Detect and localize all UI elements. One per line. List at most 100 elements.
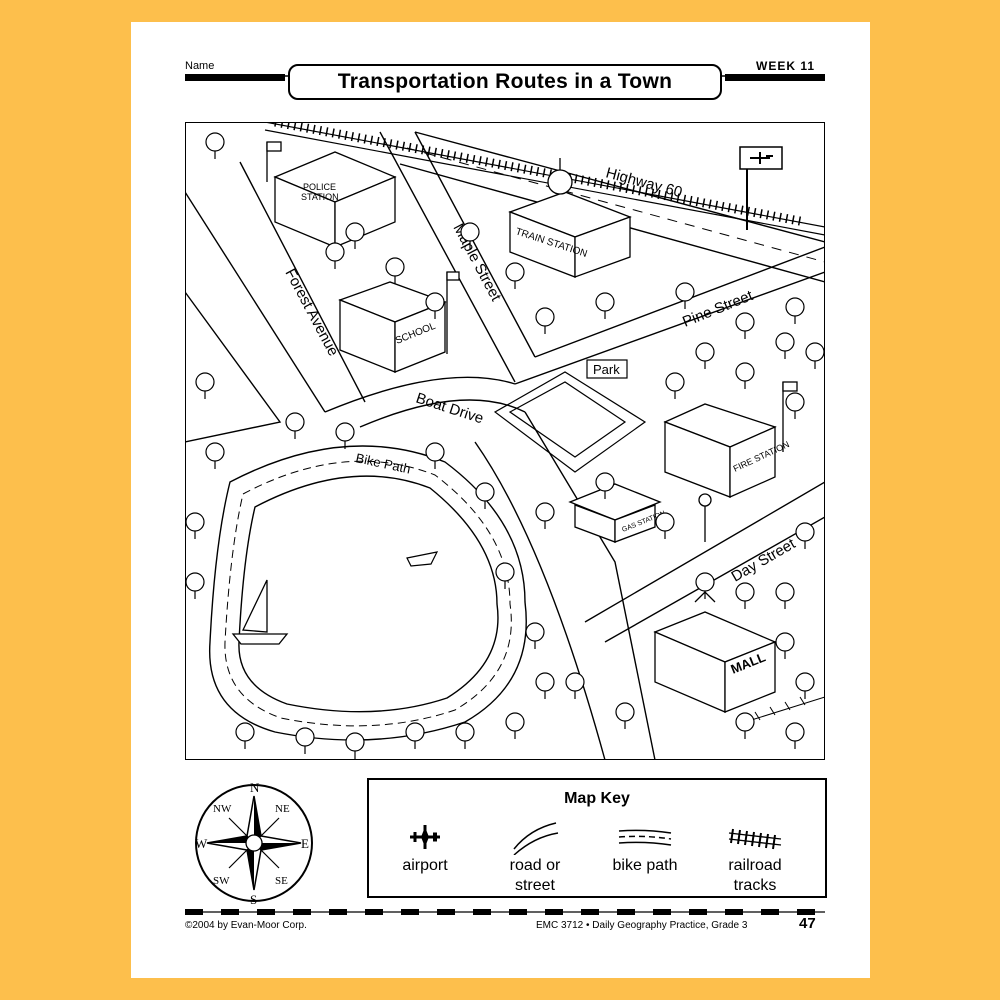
key-label-road-2: street [514, 877, 555, 894]
compass-e: E [301, 836, 309, 851]
compass-sw: SW [213, 875, 230, 887]
footer-dash [545, 909, 563, 915]
tree-icon [805, 342, 825, 369]
rowboat-icon [406, 551, 439, 567]
tree-icon [495, 562, 515, 589]
tree-icon [595, 292, 615, 319]
tree-icon [505, 262, 525, 289]
tree-icon [785, 297, 805, 324]
tree-icon [785, 392, 805, 419]
footer-dash [365, 909, 383, 915]
road-icon [513, 822, 559, 855]
tree-icon [785, 722, 805, 749]
tree-icon [775, 582, 795, 609]
fire-station [663, 381, 798, 499]
airplane-icon [410, 825, 440, 849]
footer-dash [581, 909, 599, 915]
tree-icon [775, 332, 795, 359]
tree-icon [665, 372, 685, 399]
tree-icon [455, 722, 475, 749]
tree-icon [205, 442, 225, 469]
footer-dash [653, 909, 671, 915]
tree-icon [535, 502, 555, 529]
footer-dash [761, 909, 779, 915]
tree-icon [655, 512, 675, 539]
tree-icon [695, 342, 715, 369]
sailboat-icon [231, 579, 289, 645]
tree-icon [345, 732, 365, 759]
mall [653, 591, 777, 713]
main-street [474, 411, 656, 760]
tree-icon [775, 632, 795, 659]
tree-icon [525, 622, 545, 649]
tree-icon [460, 222, 480, 249]
maple-street [379, 131, 536, 383]
tree-icon [195, 372, 215, 399]
boat-drive [324, 376, 526, 428]
tree-icon [325, 242, 345, 269]
key-item-railroad: railroad tracks [705, 818, 805, 896]
week-label: WEEK 11 [756, 59, 816, 73]
key-item-road: road or street [485, 818, 585, 896]
tree-icon [185, 572, 205, 599]
footer-dash [437, 909, 455, 915]
tree-icon [595, 472, 615, 499]
key-label-airport-1: airport [402, 857, 448, 874]
page-title: Transportation Routes in a Town [288, 64, 722, 100]
tree-icon [285, 412, 305, 439]
tree-icon [795, 672, 815, 699]
tree-icon [795, 522, 815, 549]
gas-station [568, 483, 712, 543]
day-street [584, 481, 825, 643]
tree-icon [735, 312, 755, 339]
airport-sign [739, 146, 783, 230]
railroad-icon [728, 828, 782, 850]
footer-dash [293, 909, 311, 915]
footer-dash [689, 909, 707, 915]
tree-icon [565, 672, 585, 699]
name-label: Name [185, 60, 215, 72]
footer-dash [617, 909, 635, 915]
tree-icon [235, 722, 255, 749]
tree-icon [735, 712, 755, 739]
compass-ne: NE [275, 803, 290, 815]
compass-rose: N S E W NE NW SE SW [195, 780, 313, 907]
tree-icon [295, 727, 315, 754]
key-item-airport: airport [375, 818, 475, 876]
map-key: Map Key airport road or street [367, 778, 827, 898]
tree-icon [425, 292, 445, 319]
footer-dash [221, 909, 239, 915]
page-number: 47 [799, 915, 816, 932]
compass-nw: NW [213, 803, 232, 815]
tree-icon [385, 257, 405, 284]
key-label-bike-1: bike path [612, 857, 678, 874]
footer-dash [257, 909, 275, 915]
tree-icon [735, 582, 755, 609]
key-label-road-1: road or [509, 857, 561, 874]
worksheet-page: Name Transportation Routes in a Town WEE… [131, 22, 870, 978]
tree-icon [535, 672, 555, 699]
tree-icon [345, 222, 365, 249]
footer-dash [473, 909, 491, 915]
footer-rule [185, 909, 825, 915]
footer-dash [185, 909, 203, 915]
key-label-railroad-1: railroad [728, 857, 782, 874]
compass-s: S [250, 892, 257, 907]
parking-lot [744, 696, 825, 723]
tree-icon [505, 712, 525, 739]
tree-icon [615, 702, 635, 729]
compass-w: W [195, 836, 208, 851]
map-key-title: Map Key [564, 790, 630, 807]
park-label: Park [593, 362, 620, 377]
train-station [508, 158, 632, 278]
compass-se: SE [275, 875, 288, 887]
town-map: Highway 60 Forest Avenue Maple Street Pi… [185, 122, 825, 760]
tree-icon [475, 482, 495, 509]
tree-icon [185, 512, 205, 539]
key-item-bike-path: bike path [595, 818, 695, 876]
bike-path-icon [618, 829, 672, 846]
tree-icon [205, 132, 225, 159]
book-text: EMC 3712 • Daily Geography Practice, Gra… [536, 920, 748, 931]
footer-dash [329, 909, 347, 915]
